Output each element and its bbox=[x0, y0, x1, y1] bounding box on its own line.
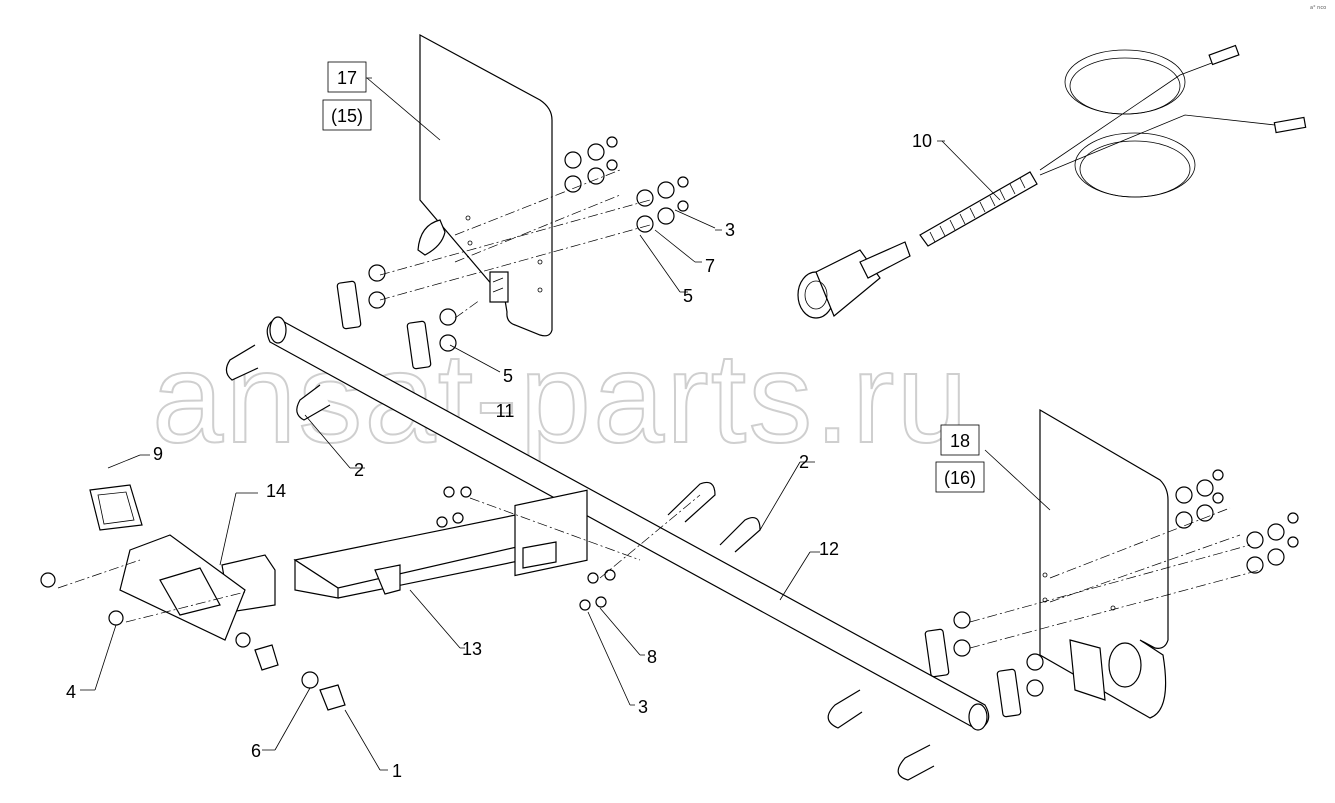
callout-10: 10 bbox=[912, 131, 932, 151]
leader-lines bbox=[94, 77, 1051, 771]
callout-3-lower: 3 bbox=[638, 697, 648, 717]
callout-9: 9 bbox=[153, 444, 163, 464]
callout-18: 18 bbox=[940, 424, 980, 456]
callout-11: 11 bbox=[496, 401, 515, 421]
callout-7: 7 bbox=[705, 256, 715, 276]
svg-text:17: 17 bbox=[337, 68, 357, 88]
svg-text:(15): (15) bbox=[331, 106, 363, 126]
washer-stack-upper bbox=[368, 136, 689, 352]
mud-flap-upper bbox=[417, 33, 553, 337]
svg-text:18: 18 bbox=[950, 431, 970, 451]
clamp-plates-upper bbox=[336, 280, 432, 370]
wiring-harness bbox=[797, 44, 1307, 319]
main-tube bbox=[266, 316, 990, 731]
callout-17: 17 bbox=[327, 61, 367, 93]
corner-mark: a° nco bbox=[1310, 5, 1326, 11]
watermark: ansat-parts.ru bbox=[152, 327, 970, 470]
u-bolts-left bbox=[225, 344, 331, 421]
callout-8: 8 bbox=[647, 647, 657, 667]
mud-flap-lower bbox=[1039, 408, 1169, 719]
callout-6: 6 bbox=[251, 741, 261, 761]
callout-5-right: 5 bbox=[683, 286, 693, 306]
callout-4: 4 bbox=[66, 682, 76, 702]
callout-3-upper: 3 bbox=[725, 220, 735, 240]
u-bolts-lower bbox=[827, 689, 935, 781]
clamp-plates-lower bbox=[924, 628, 1022, 718]
callout-14: 14 bbox=[266, 481, 286, 501]
callout-2-left: 2 bbox=[354, 460, 364, 480]
callout-13: 13 bbox=[462, 639, 482, 659]
callout-5-center: 5 bbox=[503, 366, 513, 386]
rubber-cap bbox=[89, 484, 143, 531]
callout-15: (15) bbox=[322, 99, 372, 131]
callout-1: 1 bbox=[392, 761, 402, 781]
callout-16: (16) bbox=[935, 461, 985, 493]
hitch-receiver bbox=[119, 534, 276, 641]
fasteners-lower bbox=[40, 486, 616, 711]
hitch-bar bbox=[293, 489, 588, 599]
svg-text:(16): (16) bbox=[944, 468, 976, 488]
callout-12: 12 bbox=[819, 539, 839, 559]
